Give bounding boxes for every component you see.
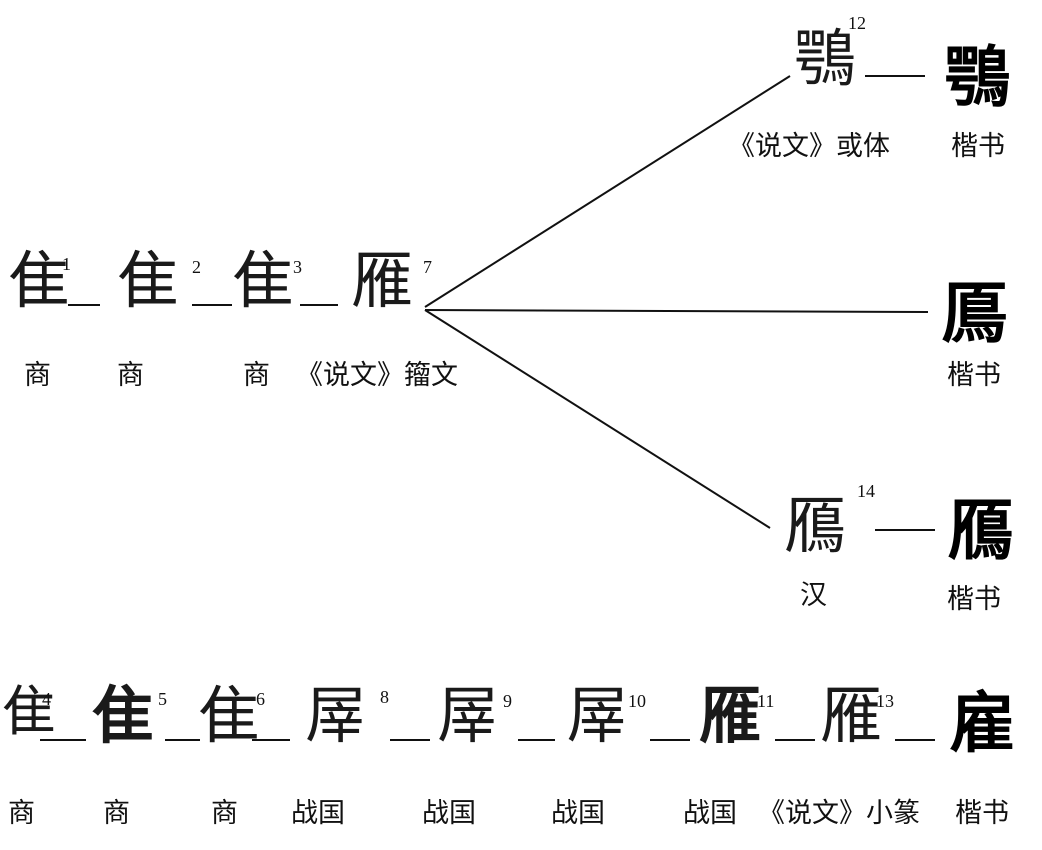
glyph: 屖: [304, 679, 367, 752]
bottom-char-5: 隹: [88, 685, 158, 747]
script-caption: 楷书: [955, 798, 1009, 829]
bottom-final-kai-char: 雇: [940, 690, 1025, 756]
bottom-char-10: 屖: [555, 685, 640, 747]
glyph: 隹: [91, 679, 154, 752]
index-number: 3: [293, 257, 302, 277]
period-caption: 商: [8, 798, 35, 829]
index-number: 11: [757, 691, 775, 711]
script-caption: 楷书: [947, 360, 1001, 391]
index-number: 5: [158, 689, 167, 709]
index-number: 8: [380, 687, 389, 707]
glyph: 鶚: [793, 22, 856, 95]
glyph: 屖: [566, 679, 629, 752]
branch-lower-line: [424, 309, 771, 529]
lower-kai-char: 鴈: [938, 497, 1023, 563]
branch-upper-line: [424, 75, 791, 308]
period-caption: 战国: [422, 798, 476, 829]
period-caption: 商: [117, 360, 144, 391]
period-caption: 战国: [291, 798, 345, 829]
glyph: 鴈: [783, 489, 846, 562]
glyph: 鶚: [944, 38, 1011, 116]
top-char-1: 隹: [8, 244, 71, 317]
script-caption: 楷书: [951, 131, 1005, 162]
bottom-char-4: 隹: [2, 685, 56, 739]
glyph: 隹: [2, 680, 56, 743]
bottom-char-8: 屖: [290, 685, 382, 747]
glyph: 鳫: [941, 274, 1008, 352]
bottom-char-9: 屖: [428, 685, 508, 747]
middle-kai-char: 鳫: [932, 280, 1017, 346]
glyph: 鴈: [947, 491, 1014, 569]
index-number: 12: [848, 13, 866, 33]
source-caption: 《说文》或体: [728, 131, 890, 162]
glyph: 隹: [8, 244, 71, 317]
period-caption: 商: [103, 798, 130, 829]
index-number: 13: [876, 691, 894, 711]
glyph: 雇: [949, 684, 1016, 762]
top-char-7: 雁: [342, 250, 422, 312]
index-number: 9: [503, 691, 512, 711]
upper-kai-char: 鶚: [935, 44, 1020, 110]
glyph: 隹: [198, 679, 261, 752]
glyph: 雁: [819, 679, 882, 752]
source-caption: 《说文》籀文: [296, 360, 458, 391]
upper-ancient-char: 鶚: [790, 28, 860, 90]
bottom-char-11: 雁: [690, 685, 770, 747]
glyph: 屖: [436, 679, 499, 752]
index-number: 10: [628, 691, 646, 711]
period-caption: 战国: [683, 798, 737, 829]
period-caption: 商: [243, 360, 270, 391]
index-number: 4: [42, 689, 51, 709]
source-caption: 《说文》小篆: [758, 798, 920, 829]
index-number: 7: [423, 257, 432, 277]
top-char-3: 隹: [232, 250, 294, 312]
index-number: 6: [256, 689, 265, 709]
glyph: 隹: [116, 244, 179, 317]
glyph: 隹: [232, 244, 295, 317]
script-caption: 楷书: [947, 584, 1001, 615]
bottom-char-13: 雁: [816, 685, 886, 747]
period-caption: 战国: [551, 798, 605, 829]
period-caption: 商: [24, 360, 51, 391]
branch-middle-line: [424, 309, 929, 313]
lower-ancient-char: 鴈: [775, 495, 855, 557]
index-number: 2: [192, 257, 201, 277]
glyph: 雁: [350, 244, 413, 317]
glyph: 雁: [698, 679, 761, 752]
period-caption: 汉: [800, 580, 827, 611]
top-char-2: 隹: [104, 250, 192, 312]
bottom-char-6: 隹: [198, 685, 260, 747]
index-number: 1: [62, 254, 71, 274]
period-caption: 商: [211, 798, 238, 829]
index-number: 14: [857, 481, 875, 501]
